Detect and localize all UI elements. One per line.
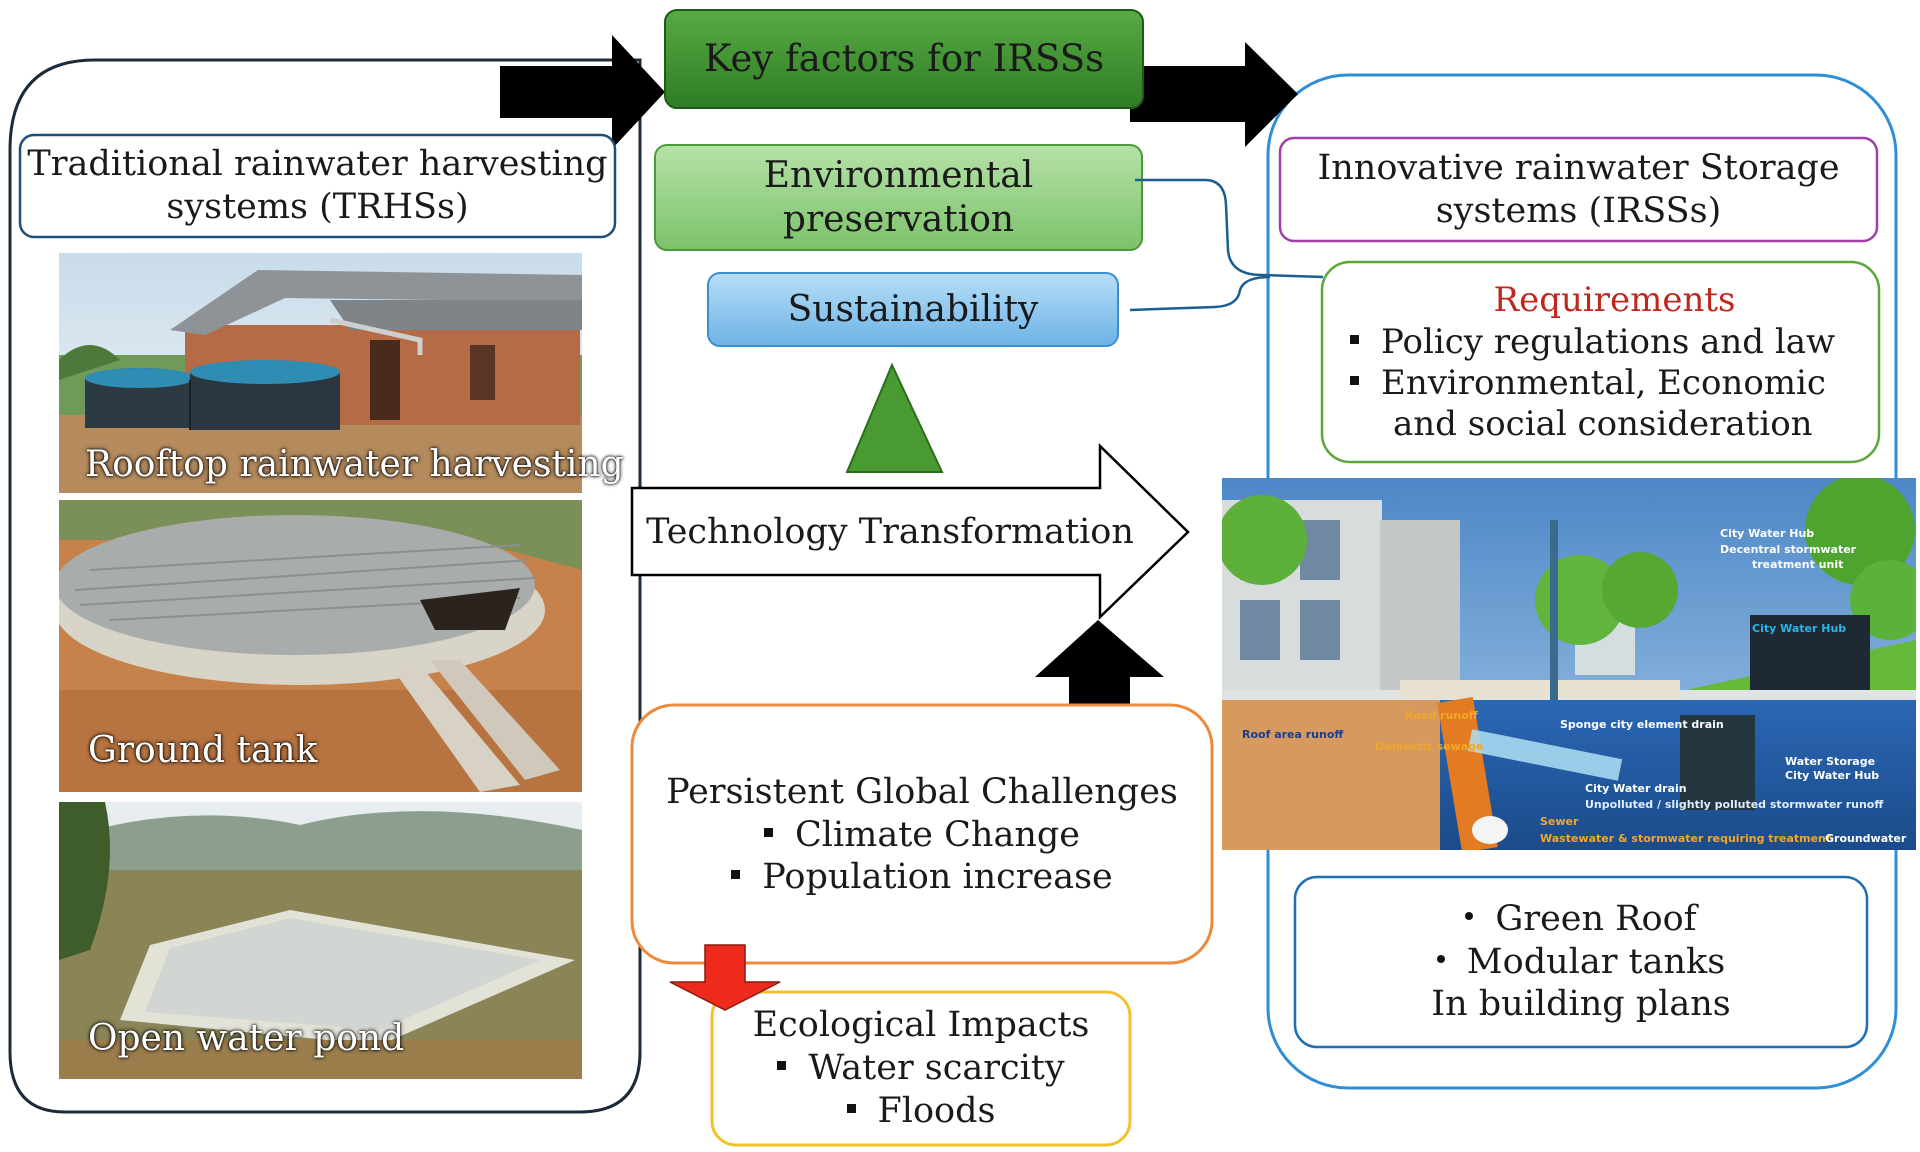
road-runoff-label: Road runoff [1405, 709, 1478, 722]
open-water-pond-caption: Open water pond [88, 1018, 405, 1059]
unpolluted-label: Unpolluted / slightly polluted stormwate… [1585, 798, 1883, 811]
key-factors-box [664, 9, 1144, 109]
water-hub-small-label: City Water Hub [1785, 769, 1879, 782]
hub-label-title: City Water Hub [1720, 527, 1814, 540]
irss-title-box [1278, 136, 1879, 243]
ecological-box [710, 990, 1132, 1147]
environmental-preservation-box [654, 144, 1143, 251]
growth-triangle [845, 362, 944, 473]
connector-environmental [1135, 178, 1324, 279]
rooftop-caption: Rooftop rainwater harvesting [85, 444, 624, 485]
ground-tank-caption: Ground tank [88, 730, 318, 771]
outcomes-box [1293, 875, 1869, 1049]
trhs-container [8, 58, 642, 1114]
sponge-city-label: Sponge city element drain [1560, 718, 1724, 731]
challenges-box [630, 703, 1214, 965]
water-storage-label: Water Storage [1785, 755, 1875, 768]
hub-label-decentral: Decentral stormwater [1720, 543, 1857, 556]
arrow-to-key-factors [500, 35, 665, 149]
arrow-down-red [669, 944, 781, 1011]
groundwater-label: Groundwater [1825, 832, 1907, 845]
ground-tank-photo [59, 500, 582, 792]
hub-label-treatment: treatment unit [1752, 558, 1843, 571]
rooftop-photo [59, 253, 582, 493]
connector-sustainability [1129, 275, 1271, 312]
domestic-sewage-label: Domestic sewage [1375, 740, 1483, 753]
roof-area-runoff-label: Roof area runoff [1242, 728, 1343, 741]
hub-sign: City Water Hub [1752, 622, 1846, 635]
city-water-drain-label: City Water drain [1585, 782, 1687, 795]
sustainability-box [707, 272, 1119, 347]
wastewater-label: Wastewater & stormwater requiring treatm… [1540, 832, 1831, 845]
sewer-label: Sewer [1540, 815, 1579, 828]
arrow-up-challenges [1035, 620, 1164, 706]
open-water-pond-photo [59, 802, 582, 1079]
requirements-box [1320, 260, 1881, 464]
technology-arrow [630, 443, 1190, 620]
arrow-to-irss [1130, 42, 1298, 147]
trhs-title-box [18, 133, 617, 239]
city-water-hub-illustration: City Water Hub Decentral stormwater trea… [1222, 478, 1916, 850]
